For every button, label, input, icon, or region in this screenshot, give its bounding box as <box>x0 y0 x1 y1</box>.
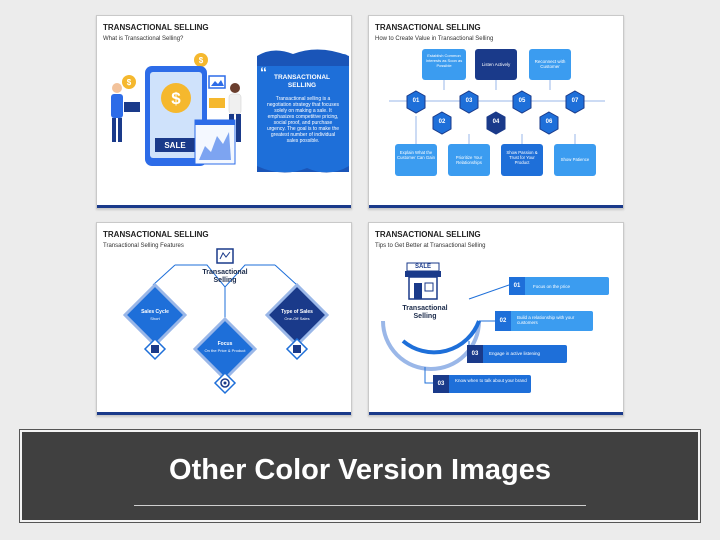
hex-marker <box>486 111 506 135</box>
feature-title: Type of Sales <box>281 309 313 315</box>
sales-illustration: $ $ $ <box>111 49 349 173</box>
banner-underline <box>134 505 586 506</box>
slide-footer-bar <box>97 205 351 208</box>
slide-title: TRANSACTIONAL SELLING <box>375 23 481 32</box>
slide-features[interactable]: TRANSACTIONAL SELLING Transactional Sell… <box>96 222 352 416</box>
slide-footer-bar <box>97 412 351 415</box>
value-box-5: Prioritize Your Relationships <box>455 155 483 166</box>
tip-text: Focus on the price <box>533 284 571 289</box>
banner-title: Other Color Version Images <box>169 454 551 486</box>
svg-text:$: $ <box>127 78 132 87</box>
slide-tips[interactable]: TRANSACTIONAL SELLING Tips to Get Better… <box>368 222 624 416</box>
features-diagram <box>122 248 330 395</box>
card-body: Transactional selling is a negotiation s… <box>266 96 340 144</box>
slide-create-value[interactable]: TRANSACTIONAL SELLING How to Create Valu… <box>368 15 624 209</box>
svg-text:$: $ <box>199 56 204 65</box>
slide-what-is-transactional-selling[interactable]: TRANSACTIONAL SELLING What is Transactio… <box>96 15 352 209</box>
feature-title: Focus <box>217 341 233 347</box>
value-box-6: Show Passion & Trust for Your Product <box>506 150 538 166</box>
tip-number: 03 <box>471 351 479 357</box>
value-box-1: Establish Common Interests as Soon as Po… <box>425 53 463 68</box>
card-title: TRANSACTIONAL SELLING <box>274 74 330 89</box>
store-sale-label: SALE <box>414 264 431 270</box>
value-box-3: Reconnect with Customer <box>534 59 566 70</box>
tip-number: 03 <box>437 381 445 387</box>
hex-marker <box>512 90 532 114</box>
hex-marker <box>565 90 585 114</box>
step-number: 03 <box>465 98 473 104</box>
tip-text: Engage in active listening <box>489 351 541 356</box>
step-number: 06 <box>545 119 553 125</box>
value-box-4: Explain What the Customer Can Gain <box>397 150 435 161</box>
slide-subtitle: How to Create Value in Transactional Sel… <box>375 36 494 42</box>
step-number: 02 <box>438 119 446 125</box>
step-number: 07 <box>571 98 579 104</box>
slide-subtitle: What is Transactional Selling? <box>103 36 184 42</box>
feature-title: Sales Cycle <box>141 309 169 315</box>
svg-text:$: $ <box>171 89 181 108</box>
hex-marker <box>539 111 559 135</box>
tip-number: 01 <box>513 283 521 289</box>
tips-diagram <box>381 262 609 393</box>
sale-sign: SALE <box>164 141 186 150</box>
feature-text: On the Price & Product <box>204 348 246 353</box>
quote-mark: “ <box>260 64 267 80</box>
tip-text: Build a relationship with your customers <box>517 315 575 326</box>
feature-text: Short <box>150 316 160 321</box>
center-label: Transactional Selling <box>202 269 248 285</box>
slide-title: TRANSACTIONAL SELLING <box>375 230 481 239</box>
center-label: Transactional Selling <box>402 305 448 321</box>
slide-title: TRANSACTIONAL SELLING <box>103 230 209 239</box>
slide-title: TRANSACTIONAL SELLING <box>103 23 209 32</box>
tip-text: Know when to talk about your brand <box>455 378 527 383</box>
slide-subtitle: Tips to Get Better at Transactional Sell… <box>375 243 486 249</box>
hex-marker <box>406 90 426 114</box>
slide-subtitle: Transactional Selling Features <box>103 243 184 249</box>
hex-marker <box>432 111 452 135</box>
tip-number: 02 <box>499 318 507 324</box>
value-box-7: Show Patience <box>560 157 590 162</box>
value-flow-diagram <box>389 49 605 176</box>
step-number: 04 <box>492 119 500 125</box>
slide-footer-bar <box>369 412 623 415</box>
step-number: 01 <box>412 98 420 104</box>
value-box-2: Listen Actively <box>481 62 511 67</box>
hex-marker <box>459 90 479 114</box>
other-color-version-banner: Other Color Version Images <box>19 429 701 523</box>
step-number: 05 <box>518 98 526 104</box>
slide-footer-bar <box>369 205 623 208</box>
feature-text: One-Off Sales <box>284 316 310 321</box>
